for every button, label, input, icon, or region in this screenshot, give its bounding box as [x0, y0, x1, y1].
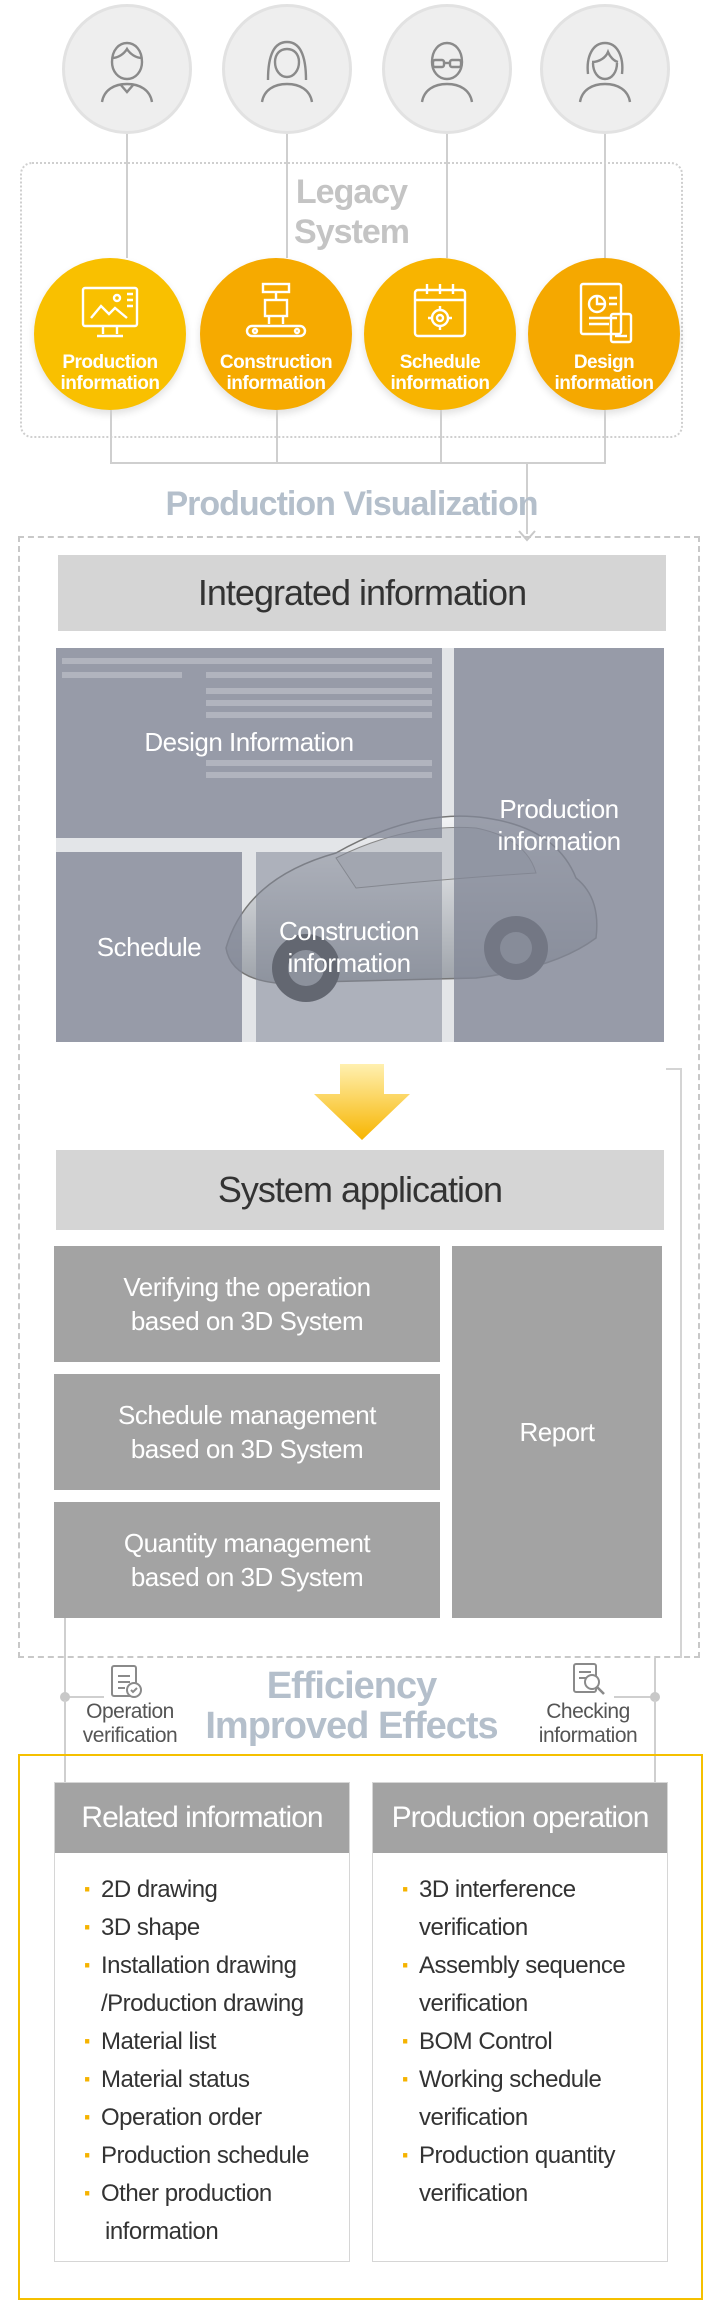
- related-information-list: 2D drawing 3D shape Installation drawing…: [55, 1853, 349, 2251]
- list-item: Material list: [83, 2023, 329, 2061]
- monitor-image-icon: [81, 286, 139, 338]
- male-user-icon: [100, 41, 154, 103]
- user-avatar-female: [222, 4, 352, 134]
- integrated-information-header: Integrated information: [58, 555, 666, 631]
- app-item-label: Quantity management: [123, 1528, 371, 1558]
- legacy-construction-information: Construction information: [200, 258, 352, 410]
- related-information-title: Related information: [55, 1783, 349, 1853]
- legacy-item-label: information: [390, 373, 491, 394]
- legacy-item-label: Production: [62, 352, 158, 373]
- document-chart-icon: [579, 282, 633, 344]
- checking-information-label: Checking information: [538, 1700, 638, 1747]
- efficiency-title-line1: Efficiency: [266, 1665, 438, 1707]
- list-item: 2D drawing: [83, 1871, 329, 1909]
- legacy-item-label: Schedule: [399, 352, 481, 373]
- efficiency-title-line2: Improved Effects: [205, 1705, 498, 1747]
- operation-verification-label: Operation verification: [82, 1700, 178, 1747]
- legacy-title-line1: Legacy: [295, 173, 408, 211]
- legacy-system-box: [20, 162, 683, 438]
- legacy-item-label: information: [60, 373, 161, 394]
- list-item: Material status: [83, 2061, 329, 2099]
- robot-arm-icon: [245, 282, 307, 338]
- production-information-label: Production: [499, 794, 619, 824]
- app-item-label: Verifying the operation: [123, 1272, 371, 1302]
- construction-information-panel: Construction information: [256, 852, 442, 1042]
- user-avatar-glasses: [382, 4, 512, 134]
- legacy-production-information: Production information: [34, 258, 186, 410]
- effects-yellow-box: [18, 1754, 703, 2300]
- schedule-panel: Schedule: [56, 852, 242, 1042]
- verify-operation-box: Verifying the operation based on 3D Syst…: [54, 1246, 440, 1362]
- production-visualization-title: Production Visualization: [165, 485, 538, 523]
- checking-information-icon: [573, 1663, 605, 1695]
- legacy-item-label: information: [226, 373, 327, 394]
- legacy-item-label: Design: [573, 352, 635, 373]
- list-item: Operation order: [83, 2099, 329, 2137]
- list-item: Production schedule: [83, 2137, 329, 2175]
- production-operation-title: Production operation: [373, 1783, 667, 1853]
- female-user-icon: [260, 40, 314, 103]
- construction-information-label: Construction: [279, 916, 419, 946]
- user-avatar-woman: [540, 4, 670, 134]
- glasses-user-icon: [420, 41, 474, 103]
- production-information-label: information: [497, 826, 621, 856]
- legacy-item-label: Construction: [219, 352, 333, 373]
- user-avatar-male: [62, 4, 192, 134]
- legacy-title-line2: System: [294, 213, 410, 251]
- schedule-management-box: Schedule management based on 3D System: [54, 1374, 440, 1490]
- operation-verification-icon: [111, 1665, 142, 1698]
- related-information-card: Related information 2D drawing 3D shape …: [54, 1782, 350, 2262]
- production-information-panel: Production information: [454, 648, 664, 1042]
- list-item: BOM Control: [401, 2023, 647, 2061]
- down-arrow-icon: [314, 1064, 410, 1140]
- legacy-schedule-information: Schedule information: [364, 258, 516, 410]
- list-item: 3D shape: [83, 1909, 329, 1947]
- list-item: Installation drawing/Production drawing: [83, 1947, 329, 2023]
- design-information-label: Design Information: [144, 727, 354, 757]
- connector-arrow-icon: [518, 530, 536, 542]
- app-item-label: based on 3D System: [130, 1306, 364, 1336]
- visualization-dashed-box: [18, 536, 700, 1658]
- legacy-item-label: information: [554, 373, 655, 394]
- report-box: Report: [452, 1246, 662, 1618]
- design-information-panel: Design Information: [56, 648, 442, 838]
- quantity-management-box: Quantity management based on 3D System: [54, 1502, 440, 1618]
- app-item-label: based on 3D System: [130, 1562, 364, 1592]
- app-item-label: Schedule management: [118, 1400, 376, 1430]
- system-application-header: System application: [56, 1150, 664, 1230]
- calendar-gear-icon: [413, 284, 467, 338]
- construction-information-label: information: [287, 948, 411, 978]
- legacy-design-information: Design information: [528, 258, 680, 410]
- production-operation-card: Production operation 3D interferenceveri…: [372, 1782, 668, 2262]
- woman-user-icon: [578, 41, 632, 103]
- app-item-label: based on 3D System: [130, 1434, 364, 1464]
